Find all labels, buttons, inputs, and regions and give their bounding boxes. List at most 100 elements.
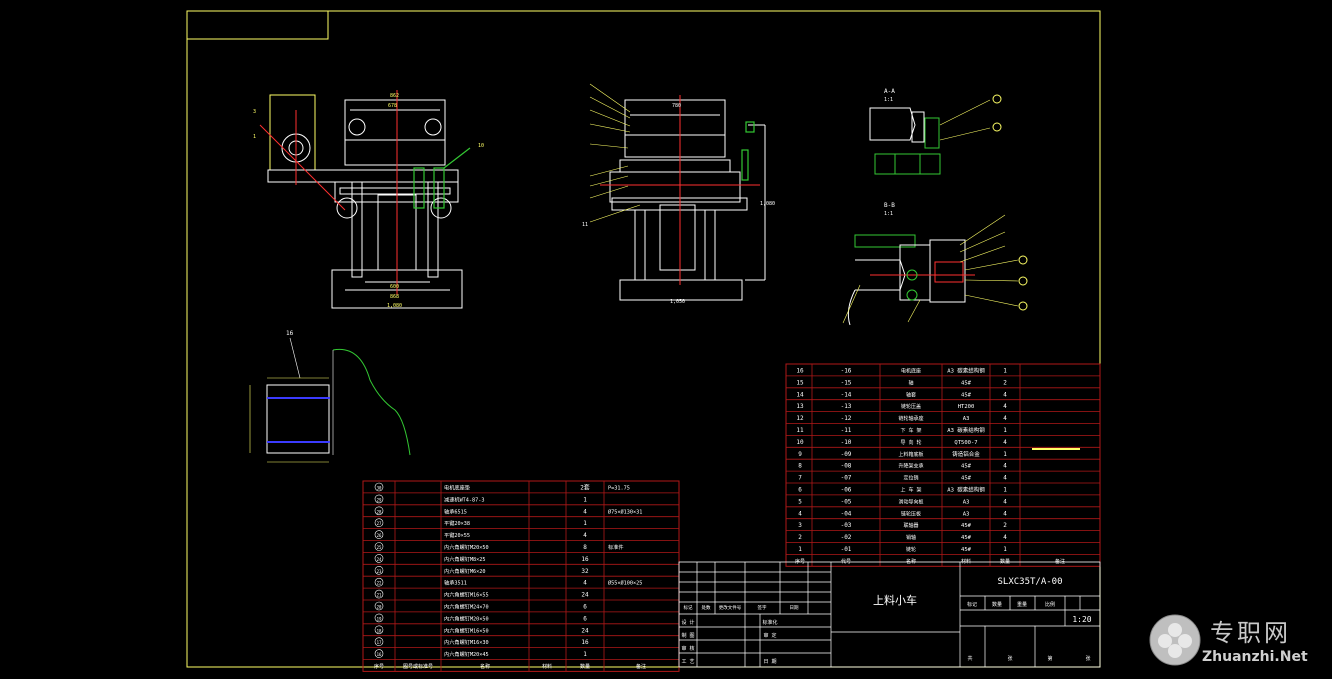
side-view-dims: 780 1,050 1,080 11	[582, 103, 775, 305]
part-no: 3	[798, 522, 802, 529]
part-code: -01	[841, 546, 852, 553]
front-view-dims: 862 678 600 868 1,080 3 1 10	[253, 93, 484, 309]
part-no: 12	[796, 415, 804, 422]
part-material: A3 碳素结构钢	[947, 486, 985, 494]
balloon-icon	[374, 542, 384, 551]
part-material: A3	[963, 499, 970, 505]
balloon-icon	[374, 506, 384, 516]
dim-front-width: 1,080	[387, 303, 402, 309]
part-no: 2	[798, 534, 802, 541]
part-qty: 6	[583, 615, 587, 622]
part-name: 上料箱底板	[898, 451, 923, 458]
section-a-scale: 1:1	[884, 97, 893, 103]
part-code: -16	[841, 368, 852, 375]
part-name: 平键20×55	[444, 531, 470, 539]
front-view	[267, 94, 463, 309]
part-name: 轴	[908, 379, 913, 386]
part-code: -02	[841, 534, 852, 541]
part-name: 链轮压盖	[901, 403, 921, 410]
part-code: -05	[841, 498, 852, 505]
part-qty: 1	[583, 651, 587, 658]
tb-sheet-label: 第	[1047, 655, 1052, 662]
part-qty: 1	[1003, 427, 1007, 434]
drawing-number: SLXC35T/A-00	[997, 577, 1062, 587]
part-qty: 4	[1003, 510, 1007, 517]
tb-header-label: 比例	[1045, 601, 1055, 608]
part-no: 22	[377, 581, 382, 586]
part-code: -06	[841, 487, 852, 494]
part-code: -14	[841, 391, 852, 398]
detail-item-label: 16	[286, 330, 294, 337]
part-qty: 24	[581, 627, 589, 634]
front-view-green	[413, 147, 471, 209]
part-qty: 4	[583, 580, 587, 587]
part-name: 上 车 架	[900, 487, 921, 494]
balloon-icon	[374, 565, 384, 575]
balloon-icon	[374, 530, 384, 539]
part-qty: 4	[1003, 475, 1007, 482]
tb-rev-label: 更改文件号	[719, 604, 742, 611]
part-material: A3 碳素结构钢	[947, 367, 985, 375]
part-qty: 16	[581, 556, 589, 563]
tb-sheet-label: 张	[1007, 655, 1012, 662]
watermark: 专职网 Zhuanzhi.Net	[1144, 609, 1324, 673]
tb-header-label: 标记	[967, 601, 977, 608]
part-material: HT200	[958, 404, 975, 410]
parts-left-header: 数量	[580, 663, 590, 670]
part-name: 导 向 轮	[900, 439, 921, 446]
part-qty: 2	[1003, 379, 1007, 386]
balloon-side-right: 11	[582, 222, 588, 228]
part-no: 19	[377, 616, 382, 621]
part-material: 45#	[961, 392, 972, 398]
part-code: -15	[841, 379, 852, 386]
part-name: 减速机WT4-87-3	[444, 495, 485, 503]
part-material: QT500-7	[954, 440, 977, 446]
part-material: 45#	[961, 380, 972, 386]
part-no: 24	[377, 557, 382, 562]
part-name: 定位销	[903, 475, 918, 482]
part-qty: 4	[1003, 415, 1007, 422]
parts-right-header: 材料	[961, 558, 971, 565]
part-name: 内六角螺钉M24×70	[444, 603, 489, 611]
tb-row-label: 制 图	[681, 632, 694, 639]
part-qty: 4	[583, 508, 587, 515]
balloon-icon	[374, 613, 384, 623]
part-material: 铸造铝合金	[952, 450, 980, 458]
balloon-front-right: 10	[478, 143, 484, 149]
tb-row-mid: 审 定	[763, 632, 776, 639]
tb-row-mid: 日 期	[763, 659, 776, 665]
part-name: 轴套	[906, 391, 916, 398]
part-no: 4	[798, 510, 802, 517]
tb-frame	[678, 561, 1101, 668]
parts-right-header: 备注	[1055, 558, 1065, 565]
part-no: 30	[377, 486, 382, 491]
section-b: B-B 1:1	[842, 202, 1028, 326]
part-material: A3	[963, 416, 970, 422]
part-no: 10	[796, 439, 804, 446]
section-a-label: A-A	[884, 88, 895, 95]
part-code: -12	[841, 415, 852, 422]
balloon-icon	[374, 625, 384, 635]
part-name: 内六角螺钉M6×20	[444, 567, 486, 575]
side-view-leaders	[589, 83, 641, 223]
part-note: Ø55×Ø100×25	[608, 580, 642, 587]
balloon-icon	[374, 589, 384, 599]
parts-right-header: 代号	[841, 558, 851, 565]
drawing-scale: 1:20	[1072, 615, 1091, 624]
part-qty: 2	[1003, 522, 1007, 529]
tb-rev-label: 标记	[684, 604, 693, 611]
tb-sheet-label: 张	[1085, 655, 1090, 662]
part-no: 23	[377, 569, 382, 574]
part-name: 轴承6515	[444, 507, 467, 515]
part-qty: 4	[1003, 439, 1007, 446]
balloon-icon	[374, 649, 384, 658]
corner-label-box	[186, 10, 329, 40]
part-qty: 2套	[580, 484, 590, 492]
tb-rev-label: 签字	[758, 604, 767, 611]
part-qty: 4	[583, 532, 587, 539]
part-qty: 6	[583, 604, 587, 611]
part-qty: 24	[581, 592, 589, 599]
front-view-centerlines	[259, 90, 398, 295]
